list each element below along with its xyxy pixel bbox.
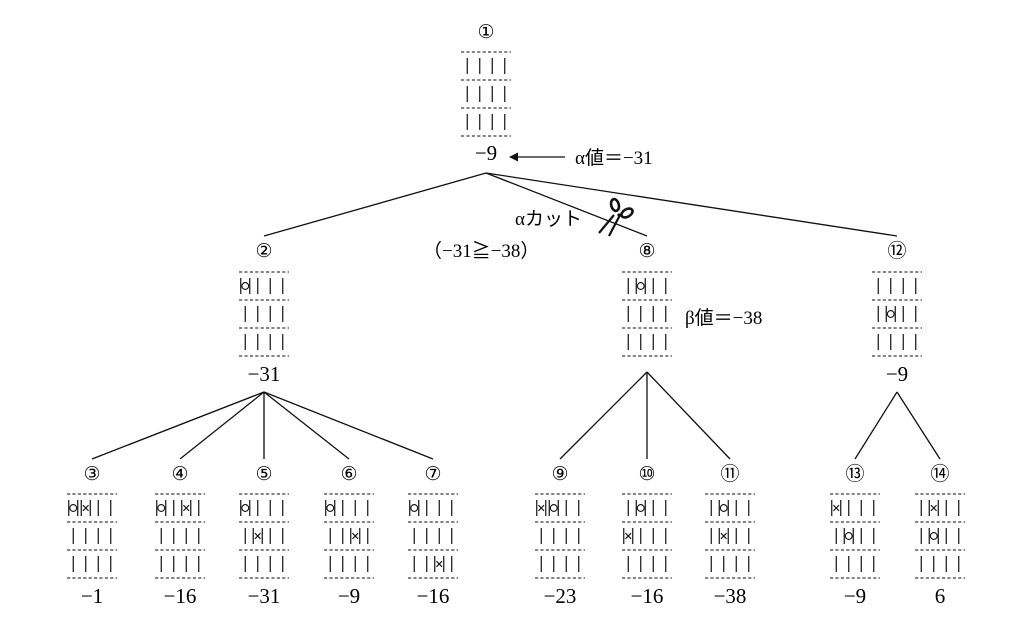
node-label: ⑨ xyxy=(551,464,568,485)
tree-edge-1-2 xyxy=(263,172,487,237)
board-grid xyxy=(408,493,458,579)
tree-edge-1-12 xyxy=(485,172,898,237)
tree-nodes: ① −9 ② −31 ③ −1 ④ −16 ⑤ −31 ⑥ −9 ⑦ −16 ⑧ ⑨ −23 ⑩ −16 ⑪ −38 ⑫ −… xyxy=(67,22,965,608)
tree-node-4: ④ −16 xyxy=(155,464,205,608)
tree-edge-2-4 xyxy=(179,391,265,460)
cross-mark-icon xyxy=(930,504,937,512)
tree-edge-12-13 xyxy=(854,391,898,460)
tree-edge-8-11 xyxy=(646,371,731,460)
alpha-value-annotation: α値＝−31 xyxy=(509,147,653,169)
circle-mark-icon xyxy=(326,504,335,512)
board-grid xyxy=(622,271,672,357)
board-grid xyxy=(622,493,672,579)
cross-mark-icon xyxy=(82,504,89,512)
tree-node-9: ⑨ −23 xyxy=(535,464,585,608)
alpha-cut-label: αカット xyxy=(515,209,582,230)
tree-node-10: ⑩ −16 xyxy=(622,464,672,608)
board-grid xyxy=(239,271,289,357)
tree-node-3: ③ −1 xyxy=(67,464,117,608)
tree-edge-8-9 xyxy=(559,371,648,460)
node-score: −9 xyxy=(475,141,497,165)
cross-mark-icon xyxy=(183,504,190,512)
board-grid xyxy=(872,271,922,357)
node-label: ⑭ xyxy=(930,463,949,485)
node-score: −9 xyxy=(886,362,908,386)
circle-mark-icon xyxy=(241,504,250,512)
node-label: ⑤ xyxy=(255,464,272,485)
tree-node-8: ⑧ xyxy=(622,241,672,357)
node-label: ⑬ xyxy=(845,463,864,485)
node-score: −31 xyxy=(248,584,281,608)
cross-mark-icon xyxy=(720,532,727,540)
node-score: −9 xyxy=(844,584,866,608)
circle-mark-icon xyxy=(636,504,645,512)
node-label: ⑧ xyxy=(638,241,655,262)
tree-node-12: ⑫ −9 xyxy=(872,240,922,386)
node-label: ⑪ xyxy=(720,463,739,485)
tree-edge-2-3 xyxy=(91,391,265,460)
node-score: −16 xyxy=(164,584,197,608)
tree-node-7: ⑦ −16 xyxy=(408,464,458,608)
node-label: ① xyxy=(477,22,494,43)
alpha-value-label: α値＝−31 xyxy=(575,147,653,169)
scissors-icon xyxy=(598,197,634,237)
node-score: −16 xyxy=(631,584,664,608)
node-score: −23 xyxy=(544,584,577,608)
circle-mark-icon xyxy=(157,504,166,512)
alpha-arrowhead xyxy=(509,152,518,162)
circle-mark-icon xyxy=(886,310,895,318)
board-grid xyxy=(324,493,374,579)
tree-node-1: ① −9 xyxy=(461,22,511,165)
board-grid xyxy=(705,493,755,579)
node-score: −38 xyxy=(714,584,747,608)
node-label: ⑦ xyxy=(424,464,441,485)
board-grid xyxy=(239,493,289,579)
node-label: ⑫ xyxy=(887,240,906,262)
board-grid xyxy=(830,493,880,579)
circle-mark-icon xyxy=(929,532,938,540)
cross-mark-icon xyxy=(538,504,545,512)
circle-mark-icon xyxy=(636,282,645,290)
node-score: −9 xyxy=(338,584,360,608)
circle-mark-icon xyxy=(69,504,78,512)
node-label: ⑥ xyxy=(340,464,357,485)
tree-node-14: ⑭6 xyxy=(915,463,965,608)
cross-mark-icon xyxy=(833,504,840,512)
tree-node-6: ⑥ −9 xyxy=(324,464,374,608)
node-score: −1 xyxy=(81,584,103,608)
node-label: ⑩ xyxy=(638,464,655,485)
tree-node-11: ⑪ −38 xyxy=(705,463,755,608)
tree-edge-2-7 xyxy=(263,391,434,460)
circle-mark-icon xyxy=(241,282,250,290)
beta-value-label: β値＝−38 xyxy=(685,307,762,329)
cross-mark-icon xyxy=(436,560,443,568)
tree-node-2: ② −31 xyxy=(239,241,289,386)
tree-node-5: ⑤ −31 xyxy=(239,464,289,608)
tree-edge-12-14 xyxy=(896,391,941,460)
board-grid xyxy=(915,493,965,579)
tree-node-13: ⑬ −9 xyxy=(830,463,880,608)
board-grid xyxy=(155,493,205,579)
circle-mark-icon xyxy=(844,532,853,540)
board-grid xyxy=(67,493,117,579)
alpha-cut-condition: （−31≧−38） xyxy=(423,240,539,262)
board-grid xyxy=(461,51,511,137)
cross-mark-icon xyxy=(625,532,632,540)
board-grid xyxy=(535,493,585,579)
node-score: −16 xyxy=(417,584,450,608)
node-label: ④ xyxy=(171,464,188,485)
tree-edges xyxy=(91,172,941,460)
tree-edge-1-8 xyxy=(485,172,648,237)
node-score: 6 xyxy=(935,584,946,608)
cross-mark-icon xyxy=(254,532,261,540)
cross-mark-icon xyxy=(352,532,359,540)
circle-mark-icon xyxy=(719,504,728,512)
tree-edge-2-6 xyxy=(263,391,350,460)
node-score: −31 xyxy=(248,362,281,386)
circle-mark-icon xyxy=(410,504,419,512)
node-label: ③ xyxy=(83,464,100,485)
circle-mark-icon xyxy=(549,504,558,512)
node-label: ② xyxy=(255,241,272,262)
